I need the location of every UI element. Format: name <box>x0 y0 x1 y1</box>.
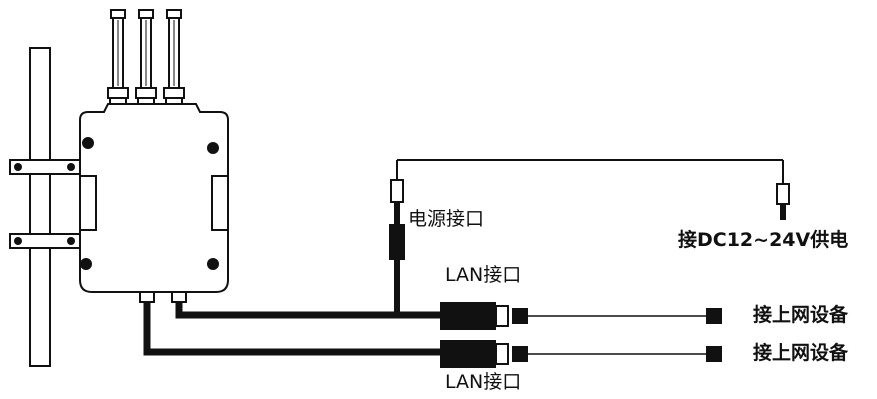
dc-plug-icon <box>390 179 790 220</box>
pole-clamp-top <box>9 159 83 175</box>
network-device-label-top: 接上网设备 <box>753 304 849 326</box>
power-port-label: 电源接口 <box>408 208 485 230</box>
mounting-pole <box>29 47 51 367</box>
lan-port-label-bottom: LAN接口 <box>445 371 522 393</box>
network-device-label-bottom: 接上网设备 <box>753 342 849 364</box>
antenna-icon <box>107 9 185 111</box>
lan-cable-bottom <box>143 302 440 356</box>
power-cable <box>389 159 784 315</box>
outdoor-router <box>79 103 229 303</box>
rj45-connector-top <box>440 302 722 330</box>
dc-supply-label: 接DC12~24V供电 <box>678 229 849 251</box>
rj45-connector-bottom <box>440 340 722 368</box>
lan-port-label-top: LAN接口 <box>445 264 522 286</box>
pole-clamp-bottom <box>9 233 83 249</box>
lan-cable-top <box>175 302 440 319</box>
